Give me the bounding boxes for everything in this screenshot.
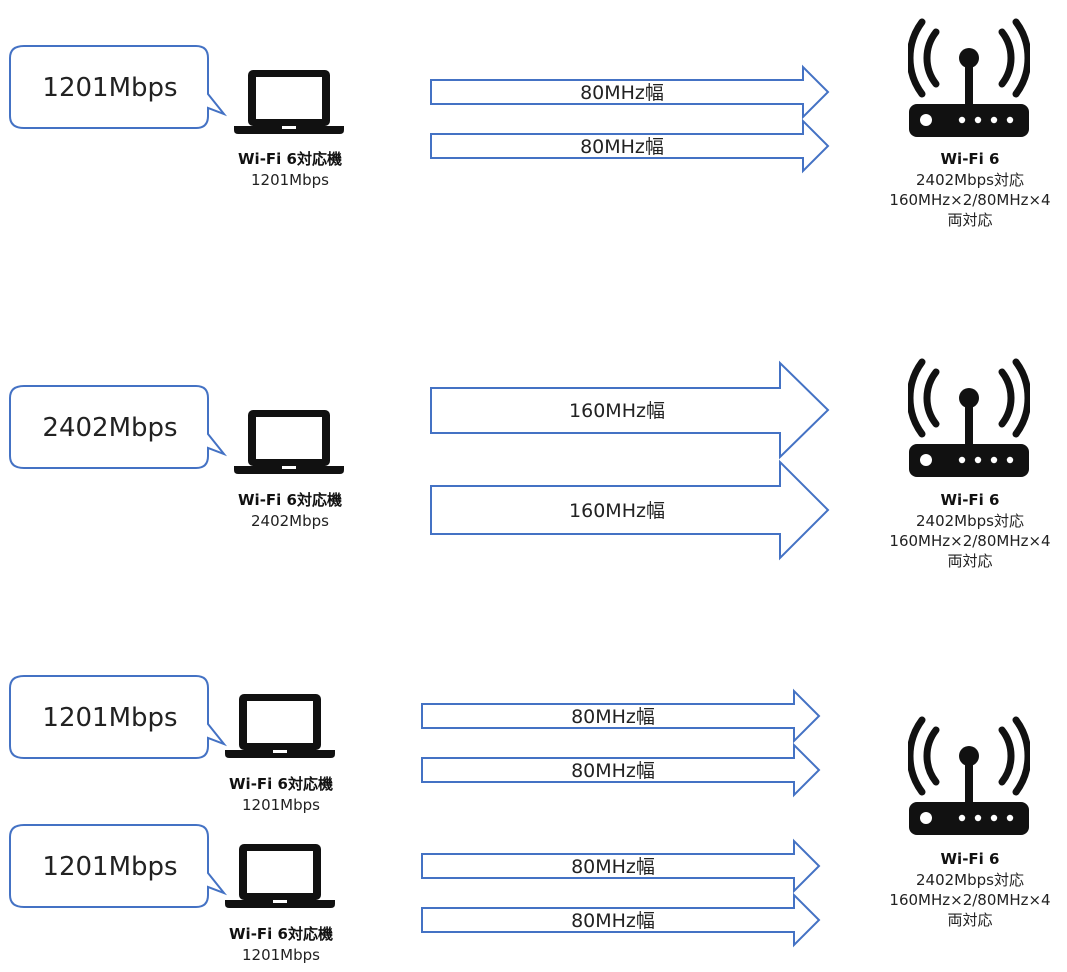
laptop-icon: [225, 694, 335, 758]
speech-bubble: 1201Mbps: [9, 675, 228, 759]
channel-width-label: 80MHz幅: [571, 760, 655, 782]
wifi-router-icon: [909, 22, 1029, 137]
router-spec: 160MHz×2/80MHz×4: [889, 532, 1050, 550]
speech-bubble: 1201Mbps: [9, 824, 228, 908]
scenario-1: 1201Mbps Wi-Fi 6対応機 1201Mbps 80MHz幅 80MH…: [9, 22, 1051, 229]
channel-width-label: 160MHz幅: [569, 400, 665, 422]
client-speed: 1201Mbps: [242, 796, 320, 814]
wifi-router-icon: [909, 720, 1029, 835]
client-speed: 2402Mbps: [251, 512, 329, 530]
router-spec: 両対応: [947, 211, 992, 229]
channel-width-label: 80MHz幅: [571, 706, 655, 728]
speed-label: 1201Mbps: [42, 852, 177, 882]
client-speed: 1201Mbps: [242, 946, 320, 964]
channel-width-label: 80MHz幅: [571, 910, 655, 932]
router-title: Wi-Fi 6: [941, 491, 1000, 509]
channel-width-label: 80MHz幅: [580, 136, 664, 158]
channel-width-label: 80MHz幅: [580, 82, 664, 104]
router-spec: 2402Mbps対応: [916, 512, 1024, 530]
scenario-2: 2402Mbps Wi-Fi 6対応機 2402Mbps 160MHz幅 160…: [9, 360, 1051, 570]
client-title: Wi-Fi 6対応機: [229, 775, 333, 793]
laptop-icon: [225, 844, 335, 908]
client-title: Wi-Fi 6対応機: [229, 925, 333, 943]
scenario-3: 1201Mbps 1201Mbps Wi-Fi 6対応機 1201Mbps Wi…: [9, 675, 1051, 964]
client-speed: 1201Mbps: [251, 171, 329, 189]
laptop-icon: [234, 70, 344, 134]
speed-label: 1201Mbps: [42, 703, 177, 733]
router-spec: 160MHz×2/80MHz×4: [889, 191, 1050, 209]
laptop-icon: [234, 410, 344, 474]
speed-label: 1201Mbps: [42, 73, 177, 103]
router-spec: 両対応: [947, 552, 992, 570]
wifi-router-icon: [909, 362, 1029, 477]
router-title: Wi-Fi 6: [941, 850, 1000, 868]
channel-arrow: 80MHz幅: [421, 892, 821, 948]
router-title: Wi-Fi 6: [941, 150, 1000, 168]
speech-bubble: 1201Mbps: [9, 45, 228, 129]
client-title: Wi-Fi 6対応機: [238, 150, 342, 168]
channel-width-label: 80MHz幅: [571, 856, 655, 878]
channel-arrow: 160MHz幅: [430, 360, 830, 460]
speech-bubble: 2402Mbps: [9, 385, 228, 469]
router-spec: 両対応: [947, 911, 992, 929]
channel-arrow: 160MHz幅: [430, 459, 830, 561]
channel-arrow: 80MHz幅: [421, 688, 821, 744]
speed-label: 2402Mbps: [42, 413, 177, 443]
channel-arrow: 80MHz幅: [430, 118, 830, 174]
router-spec: 2402Mbps対応: [916, 171, 1024, 189]
channel-width-label: 160MHz幅: [569, 500, 665, 522]
router-spec: 2402Mbps対応: [916, 871, 1024, 889]
channel-arrow: 80MHz幅: [430, 64, 830, 120]
client-title: Wi-Fi 6対応機: [238, 491, 342, 509]
channel-arrow: 80MHz幅: [421, 838, 821, 894]
channel-arrow: 80MHz幅: [421, 742, 821, 798]
router-spec: 160MHz×2/80MHz×4: [889, 891, 1050, 909]
